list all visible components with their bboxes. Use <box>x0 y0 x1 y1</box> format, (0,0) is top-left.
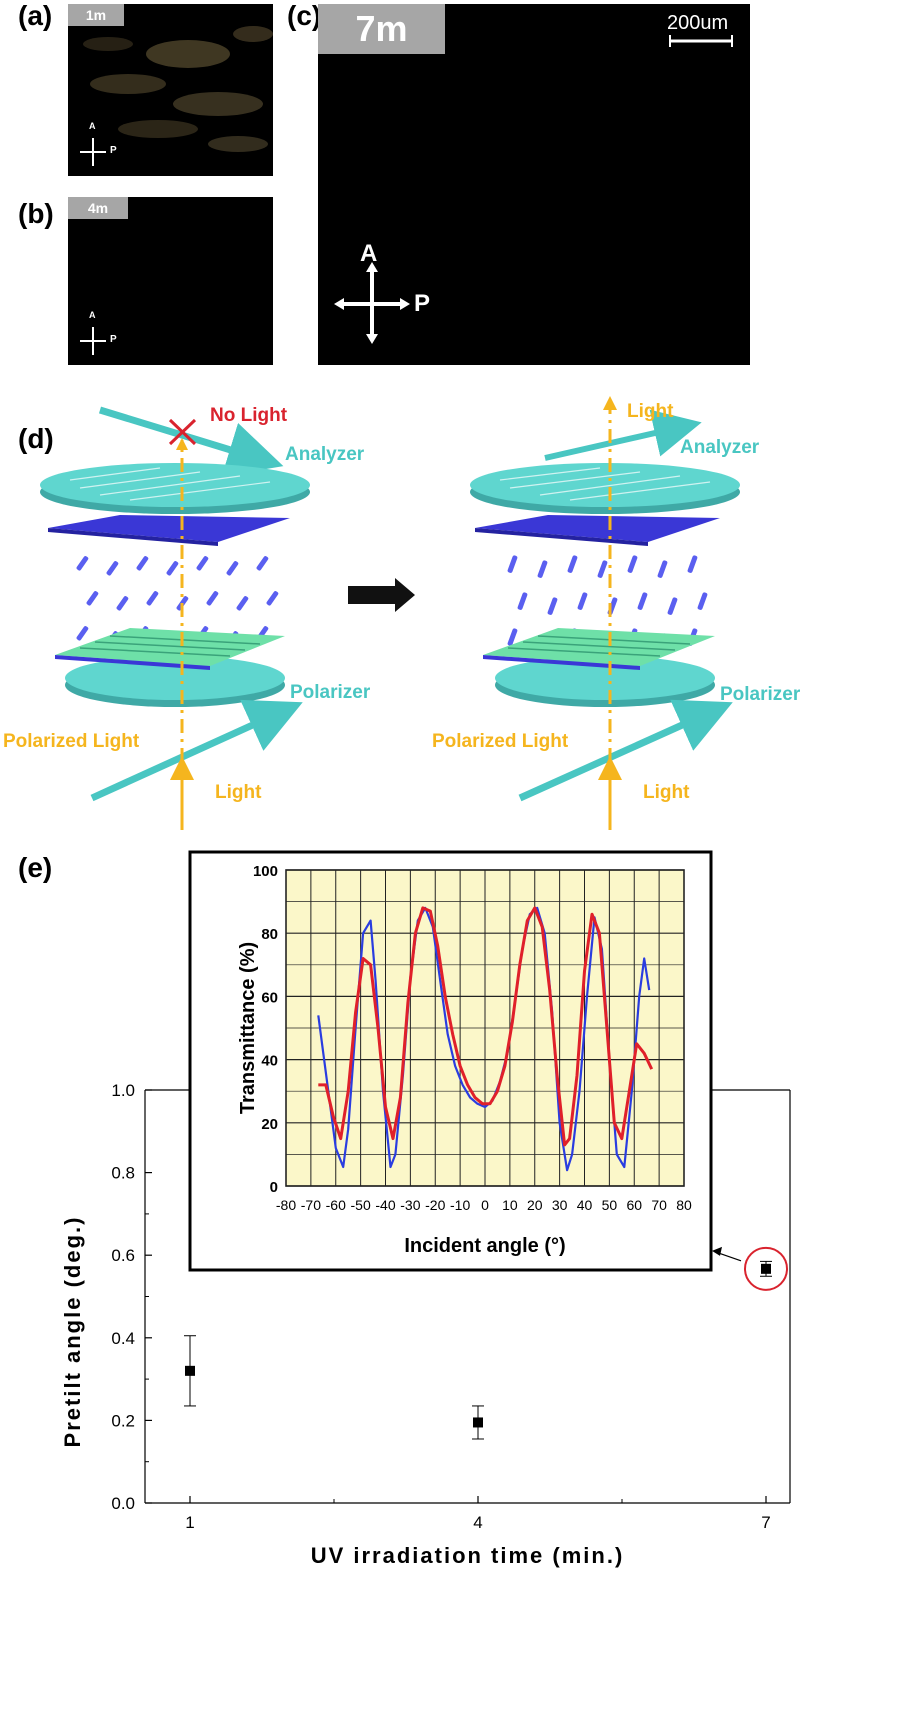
inset-y-tick-label: 80 <box>261 926 278 943</box>
axis-p-label-c: P <box>414 290 431 317</box>
inset-y-tick-label: 60 <box>261 989 278 1006</box>
inset-x-tick-label: -80 <box>276 1197 296 1213</box>
panel-label-e: (e) <box>18 852 53 883</box>
inset-series-red <box>318 906 654 1147</box>
time-tag-b: 4m <box>68 197 128 219</box>
no-light-label: No Light <box>210 405 288 426</box>
y-tick-label: 1.0 <box>111 1081 135 1100</box>
inset-x-tick-label: 40 <box>577 1197 593 1213</box>
crosshair-b <box>80 327 106 355</box>
polarizer-arrow-right <box>518 699 733 802</box>
analyzer-arrow-right <box>544 409 702 461</box>
alignment-plate-top-left <box>48 515 290 542</box>
inset-x-tick-label: 60 <box>626 1197 642 1213</box>
panel-label-b: (b) <box>18 198 54 229</box>
inset-x-tick-label: 10 <box>502 1197 518 1213</box>
y-axis-label: Pretilt angle (deg.) <box>60 1216 85 1448</box>
light-out-label: Light <box>627 401 674 422</box>
highlight-circle <box>744 1246 788 1291</box>
micrograph-c: 7m 200um A P <box>318 4 750 365</box>
right-cell <box>470 396 740 830</box>
data-point <box>761 1263 771 1274</box>
micrograph-b: 4m A P <box>68 197 273 365</box>
time-tag-c: 7m <box>318 4 445 54</box>
polarized-light-label-left: Polarized Light <box>3 731 140 752</box>
inset-x-tick-label: -40 <box>375 1197 395 1213</box>
x-tick-label: 1 <box>185 1513 194 1532</box>
y-tick-label: 0.4 <box>111 1329 135 1348</box>
inset-x-tick-label: -10 <box>450 1197 470 1213</box>
polarizer-label-left: Polarizer <box>290 682 371 703</box>
inset-x-tick-label: 80 <box>676 1197 692 1213</box>
y-tick-label: 0.0 <box>111 1494 135 1513</box>
analyzer-label-left: Analyzer <box>285 444 365 465</box>
alignment-plate-top-right <box>475 515 720 542</box>
scale-bar-label: 200um <box>667 12 729 34</box>
x-axis-label: UV irradiation time (min.) <box>311 1543 625 1568</box>
polarizer-arrow-left <box>90 699 303 802</box>
inset-x-tick-label: -30 <box>400 1197 420 1213</box>
highlight-pointer <box>717 1252 742 1262</box>
time-tag-a: 1m <box>68 4 124 26</box>
axis-p-label-b: P <box>110 334 117 345</box>
inset-x-tick-label: 70 <box>651 1197 667 1213</box>
inset-y-tick-label: 20 <box>261 1116 278 1133</box>
axis-a-label-b: A <box>89 310 96 320</box>
panel-label-c: (c) <box>287 0 322 31</box>
axis-a-label-a: A <box>89 121 96 131</box>
inset-x-tick-label: 30 <box>552 1197 568 1213</box>
axis-a-label-c: A <box>360 240 378 267</box>
inset-y-tick-label: 0 <box>270 1179 278 1196</box>
inset-x-tick-label: -50 <box>351 1197 371 1213</box>
inset-x-tick-label: 0 <box>481 1197 489 1213</box>
data-point <box>473 1417 483 1428</box>
left-cell <box>40 406 310 830</box>
transition-arrow <box>348 578 415 612</box>
inset-x-tick-label: 50 <box>602 1197 618 1213</box>
inset-y-tick-label: 100 <box>253 863 278 880</box>
inset-x-tick-label: -70 <box>301 1197 321 1213</box>
y-tick-label: 0.8 <box>111 1164 135 1183</box>
light-label-left: Light <box>215 782 262 803</box>
analyzer-label-right: Analyzer <box>680 437 760 458</box>
light-label-right: Light <box>643 782 690 803</box>
inset-x-axis-label: Incident angle (°) <box>404 1235 565 1257</box>
x-tick-label: 4 <box>473 1513 482 1532</box>
y-tick-label: 0.2 <box>111 1411 135 1430</box>
y-tick-label: 0.6 <box>111 1246 135 1265</box>
inset-x-tick-label: 20 <box>527 1197 543 1213</box>
data-point <box>185 1365 195 1376</box>
inset-x-tick-label: -20 <box>425 1197 445 1213</box>
texture-a <box>80 26 273 166</box>
x-tick-label: 7 <box>761 1513 770 1532</box>
polarizer-label-right: Polarizer <box>720 684 801 705</box>
panel-label-a: (a) <box>18 0 53 31</box>
inset-y-axis-label: Transmittance (%) <box>237 942 259 1114</box>
micrograph-a: 1m A P <box>68 4 273 176</box>
highlight-arrowhead <box>712 1246 722 1256</box>
lc-cell-diagram: No Light Analyzer Polarizer Polarized Li… <box>3 396 801 830</box>
axis-p-label-a: P <box>110 145 117 156</box>
crosshair-c <box>334 35 733 344</box>
inset-x-tick-label: -60 <box>326 1197 346 1213</box>
polarized-light-label-right: Polarized Light <box>432 731 569 752</box>
panel-label-d: (d) <box>18 423 54 454</box>
inset-y-tick-label: 40 <box>261 1053 278 1070</box>
